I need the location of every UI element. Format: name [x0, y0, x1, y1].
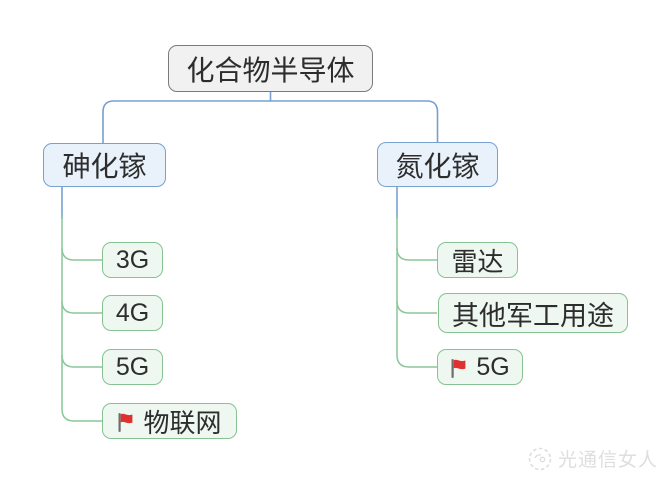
- node-label: 雷达: [451, 247, 504, 277]
- node-label: 砷化镓: [62, 152, 147, 183]
- watermark: 光通信女人: [527, 445, 658, 472]
- node-label: 其他军工用途: [452, 300, 614, 331]
- node-label: 4G: [115, 298, 150, 327]
- node-label: 5G: [476, 352, 510, 381]
- red-flag-icon: [118, 412, 133, 432]
- node-label: 物联网: [143, 408, 222, 438]
- node-branch-gan: 氮化镓: [377, 142, 498, 187]
- node-leaf-4g: 4G: [102, 295, 163, 331]
- node-label: 化合物半导体: [186, 55, 355, 87]
- node-label: 氮化镓: [395, 151, 480, 183]
- node-leaf-5g: 5G: [102, 349, 163, 385]
- node-leaf-3g: 3G: [102, 242, 163, 278]
- node-branch-gaas: 砷化镓: [43, 143, 166, 187]
- node-label: 5G: [115, 352, 150, 381]
- node-leaf-iot: 物联网: [102, 403, 237, 439]
- red-flag-icon: [451, 358, 466, 378]
- watermark-text: 光通信女人: [557, 450, 658, 471]
- node-root-compound-semiconductor: 化合物半导体: [168, 45, 373, 92]
- watermark-logo-icon: [528, 447, 552, 470]
- node-leaf-gan-5g: 5G: [437, 349, 523, 385]
- node-leaf-radar: 雷达: [437, 242, 518, 278]
- node-label: 3G: [115, 245, 150, 274]
- node-leaf-other-military-uses: 其他军工用途: [438, 293, 628, 333]
